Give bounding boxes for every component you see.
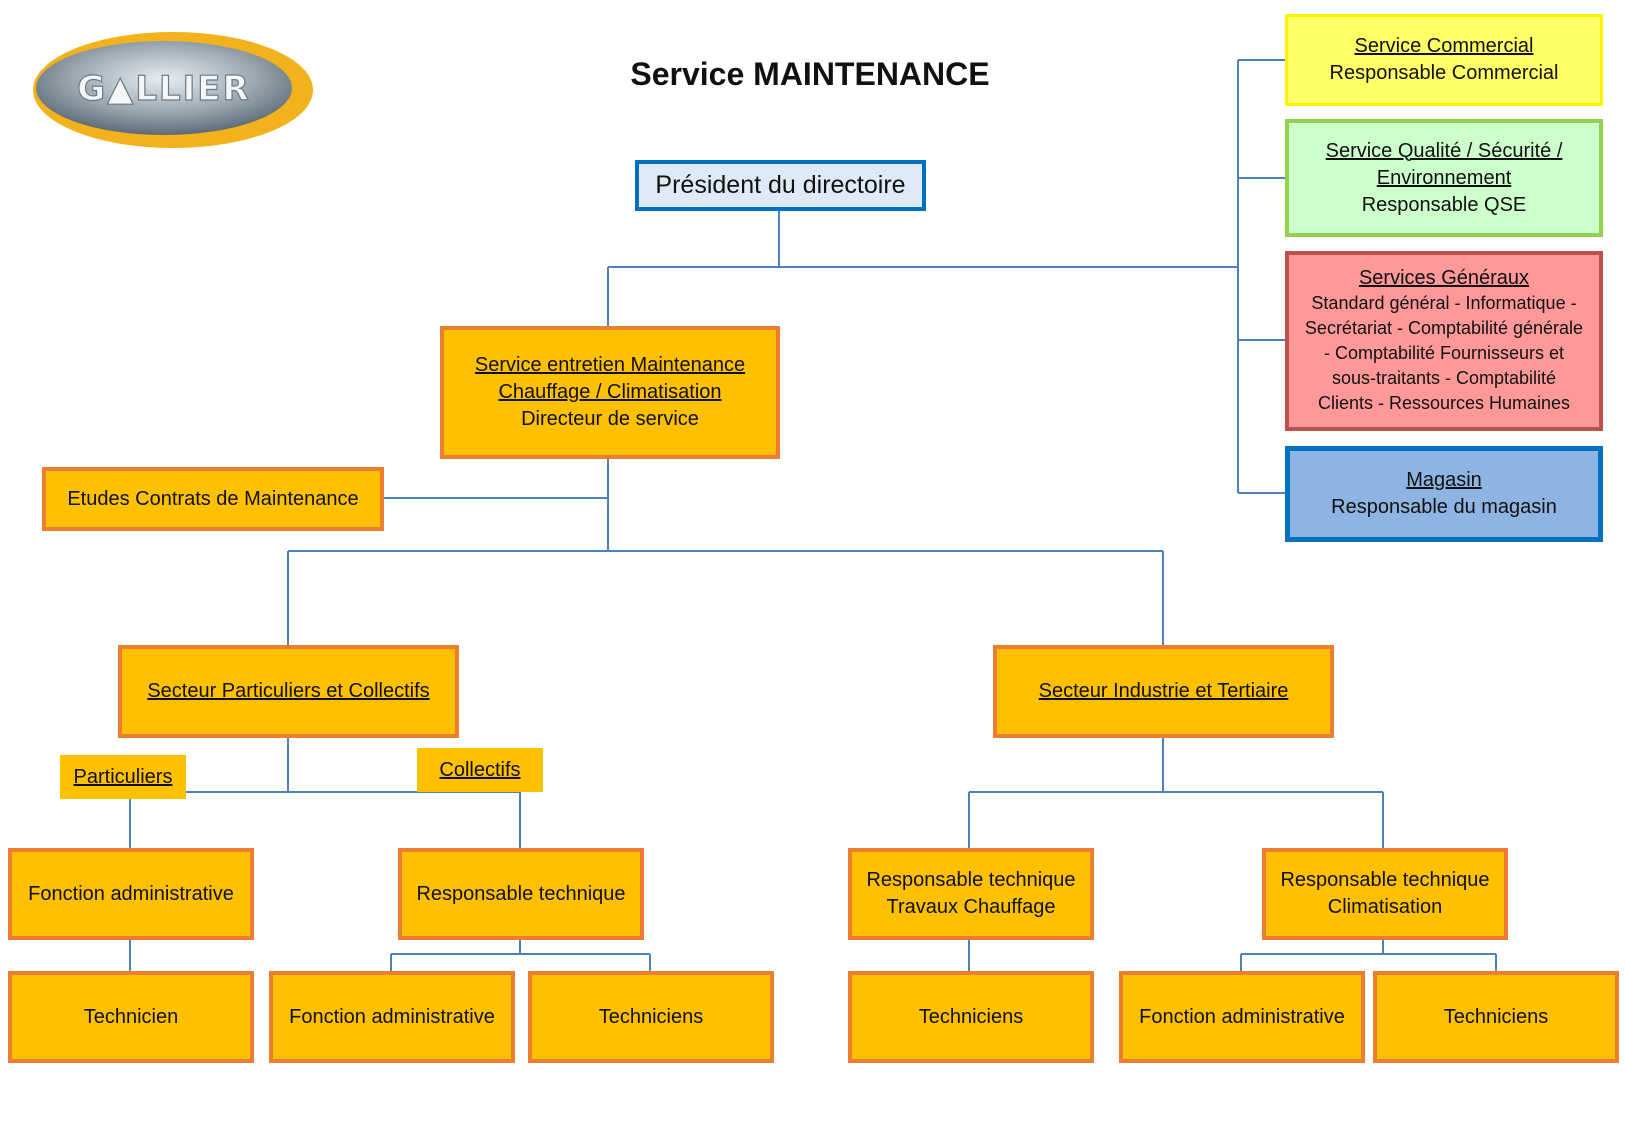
mid-tech-box: Techniciens [528,971,774,1063]
mid-tech-label: Techniciens [598,1005,704,1028]
etudes-box: Etudes Contrats de Maintenance [42,467,384,531]
left-admin-box: Fonction administrative [8,848,254,940]
etudes-label: Etudes Contrats de Maintenance [67,487,359,510]
svg-text:G▲LLIER: G▲LLIER [77,69,250,109]
page-title: Service MAINTENANCE [630,56,990,92]
tag-particuliers-label: Particuliers [73,765,173,788]
qse-name-line1: Service Qualité / Sécurité / [1325,139,1563,162]
president-box: Président du directoire [635,160,926,211]
clim-tech-box: Techniciens [1373,971,1619,1063]
tag-collectifs: Collectifs [417,748,543,792]
maintenance-service-box: Service entretien Maintenance Chauffage … [440,326,780,459]
magasin-box: Magasin Responsable du magasin [1285,446,1603,542]
resp-chauffage-box: Responsable technique Travaux Chauffage [848,848,1094,940]
generaux-name: Services Généraux [1358,267,1530,289]
president-label: Président du directoire [655,171,906,199]
generaux-line: Secrétariat - Comptabilité générale [1304,318,1584,338]
clim-admin-box: Fonction administrative [1119,971,1365,1063]
gallier-logo: G▲LLIER [33,32,313,148]
resp-tech-label: Responsable technique [416,882,626,905]
resp-tech-box: Responsable technique [398,848,644,940]
clim-admin-label: Fonction administrative [1139,1005,1345,1028]
generaux-line: sous-traitants - Comptabilité [1331,368,1557,388]
maintenance-name-line2: Chauffage / Climatisation [498,381,722,403]
mid-admin-box: Fonction administrative [269,971,515,1063]
resp-clim-line2: Climatisation [1327,896,1443,918]
tag-particuliers: Particuliers [60,755,186,799]
secteur-industrie-label: Secteur Industrie et Tertiaire [1038,680,1289,702]
magasin-name: Magasin [1406,469,1482,491]
secteur-particuliers-box: Secteur Particuliers et Collectifs [118,645,459,738]
maintenance-role: Directeur de service [521,408,699,430]
resp-chauffage-line1: Responsable technique [866,869,1076,891]
generaux-line: - Comptabilité Fournisseurs et [1323,343,1565,363]
left-tech-box: Technicien [8,971,254,1063]
commercial-name: Service Commercial [1354,35,1534,57]
resp-clim-box: Responsable technique Climatisation [1262,848,1508,940]
qse-role: Responsable QSE [1361,193,1527,216]
commercial-role: Responsable Commercial [1329,62,1559,84]
secteur-industrie-box: Secteur Industrie et Tertiaire [993,645,1334,738]
generaux-line: Standard général - Informatique - [1311,293,1577,313]
qse-name-line2: Environnement [1376,166,1512,189]
secteur-particuliers-label: Secteur Particuliers et Collectifs [147,680,430,702]
tag-collectifs-label: Collectifs [439,758,521,781]
services-generaux-box: Services Généraux Standard général - Inf… [1285,251,1603,431]
resp-clim-line1: Responsable technique [1280,869,1490,891]
magasin-role: Responsable du magasin [1331,496,1557,518]
left-tech-label: Technicien [83,1005,179,1028]
maintenance-name-line1: Service entretien Maintenance [474,354,746,376]
left-admin-label: Fonction administrative [28,882,234,905]
chauffage-tech-box: Techniciens [848,971,1094,1063]
clim-tech-label: Techniciens [1443,1005,1549,1028]
resp-chauffage-line2: Travaux Chauffage [886,896,1056,918]
generaux-line: Clients - Ressources Humaines [1317,393,1571,413]
service-commercial-box: Service Commercial Responsable Commercia… [1285,14,1603,106]
service-qse-box: Service Qualité / Sécurité / Environneme… [1285,119,1603,237]
chauffage-tech-label: Techniciens [918,1005,1024,1028]
mid-admin-label: Fonction administrative [289,1005,495,1028]
